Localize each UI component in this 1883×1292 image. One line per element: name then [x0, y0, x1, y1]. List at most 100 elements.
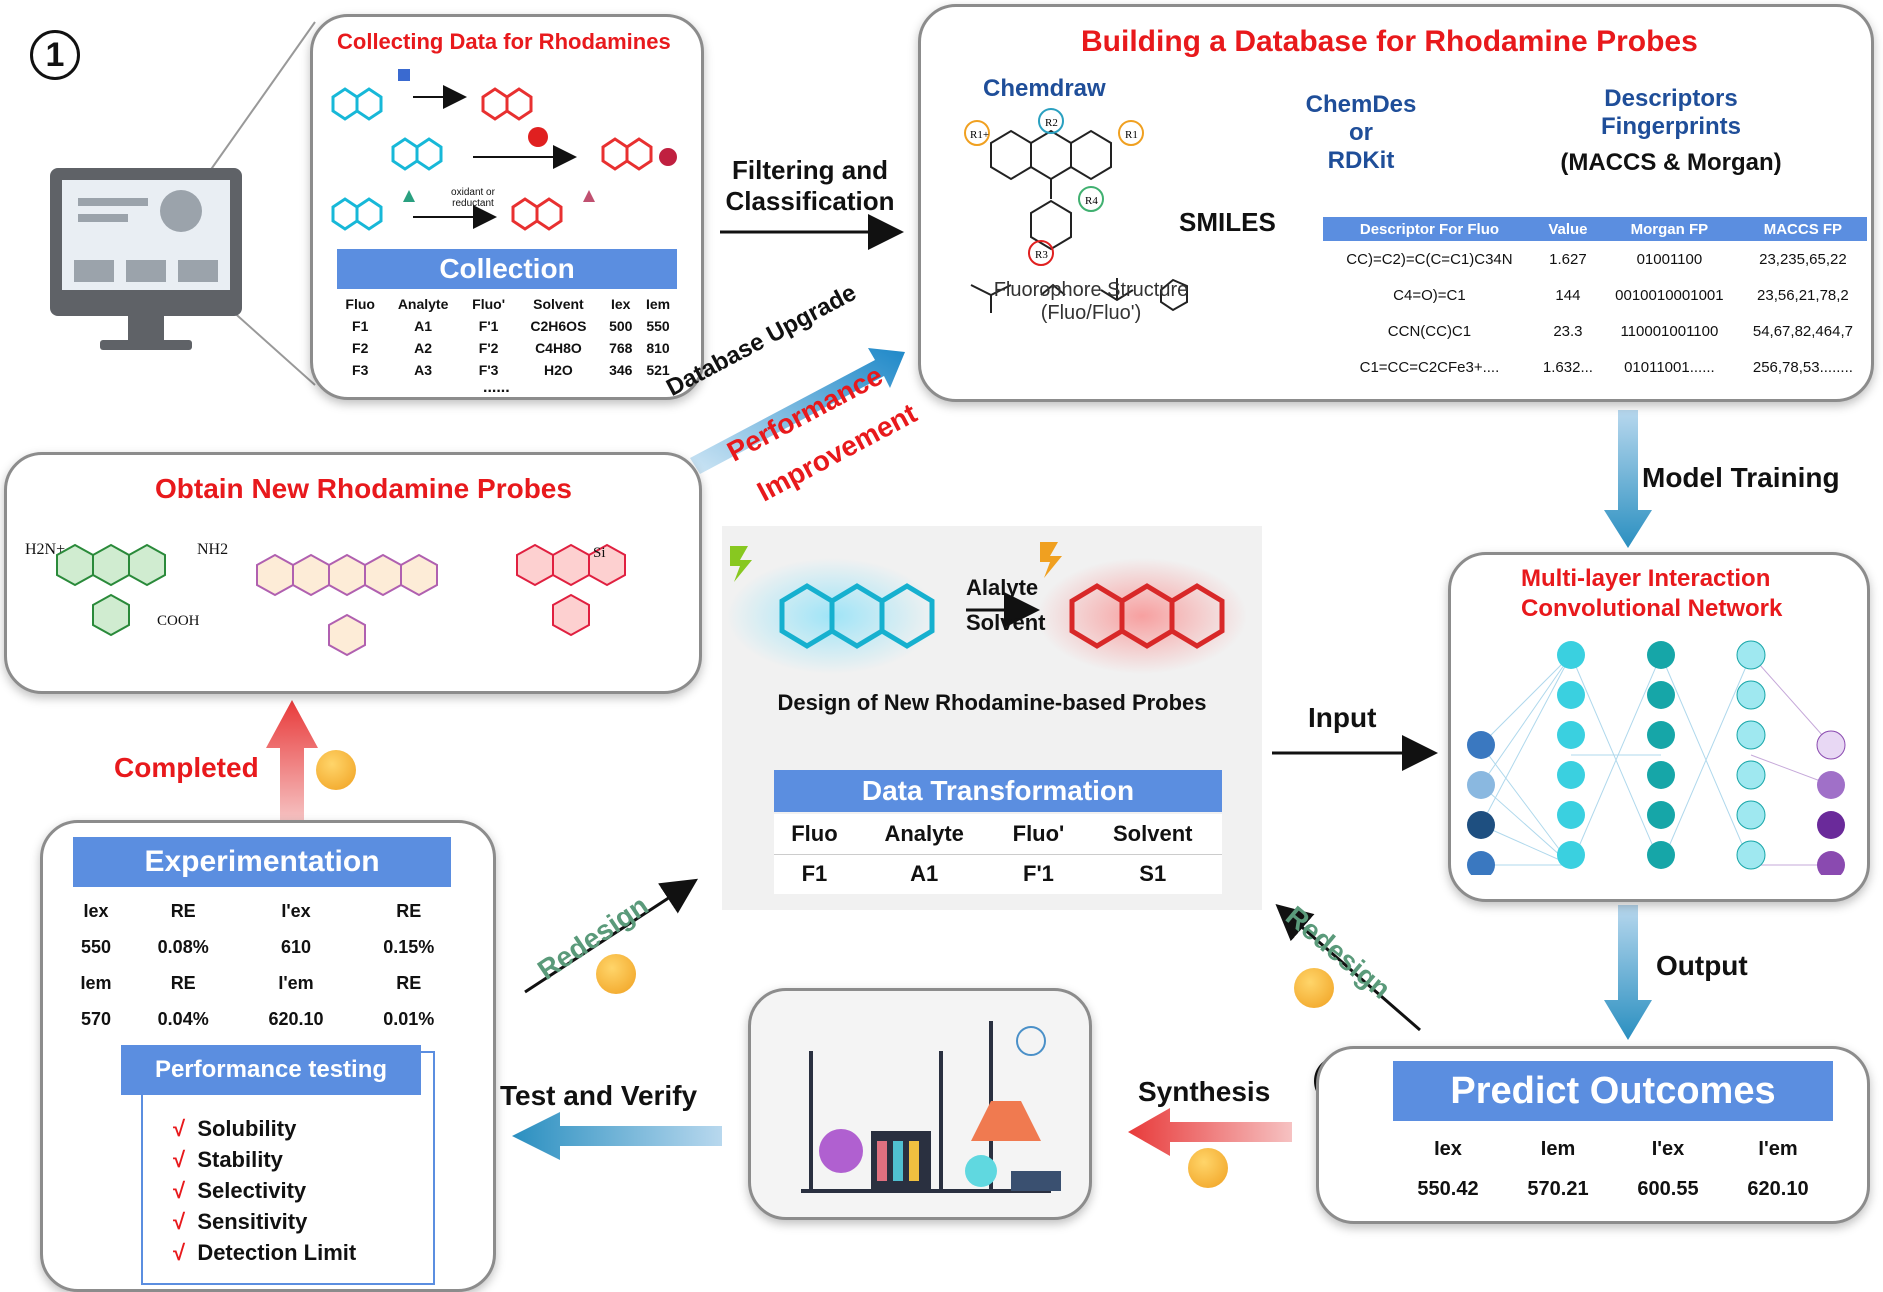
completed-arrow: [266, 700, 318, 820]
panel-3-title-2: Convolutional Network: [1521, 595, 1783, 622]
check-icon: √: [173, 1147, 186, 1172]
predict-header: Predict Outcomes: [1393, 1061, 1833, 1121]
output-label: Output: [1656, 950, 1748, 981]
panel-7-title: Obtain New Rhodamine Probes: [155, 473, 572, 504]
list-item: √ Sensitivity: [173, 1209, 308, 1234]
transform-header: Data Transformation: [774, 770, 1222, 812]
smiles-label: SMILES: [1179, 207, 1276, 237]
col-header: Descriptor For Fluo: [1359, 220, 1500, 238]
si-label: Si: [593, 545, 606, 561]
computer-icon: [50, 168, 242, 316]
col-header: Value: [1548, 220, 1588, 238]
r-label: R1+: [970, 129, 989, 141]
redesign-arrow-right: [1275, 904, 1421, 1032]
panel-lab: [748, 988, 1092, 1220]
col-header: RE: [170, 900, 196, 921]
output-arrow: [1604, 905, 1652, 1040]
synthesis-label: Synthesis: [1138, 1076, 1271, 1107]
mol-label: H2N+: [25, 541, 66, 558]
r-label: R1: [1125, 129, 1138, 141]
mol-label: NH2: [197, 541, 229, 558]
col-header: Solvent: [1113, 820, 1193, 846]
descriptor-table-header: [1323, 217, 1867, 241]
model-training-label: Model Training: [1642, 462, 1840, 493]
performance-header: Performance testing: [121, 1045, 421, 1095]
table-row: C1=CC=C2CFe3+....1.632...01011001......2…: [1359, 358, 1853, 376]
happy-face-icon: [1188, 1148, 1228, 1188]
col-header: I'ex: [281, 900, 311, 921]
rhodamine-structure: R1+ R2 R1 R4 R3: [964, 108, 1144, 266]
panel-database: Building a Database for Rhodamine Probes…: [918, 4, 1874, 402]
lab-equipment-illustration: [801, 1021, 1061, 1193]
panel-1-title: Collecting Data for Rhodamines: [337, 29, 671, 54]
r-label: R2: [1045, 117, 1058, 129]
experimentation-header: Experimentation: [73, 837, 451, 887]
col-header: I'ex: [1651, 1137, 1685, 1160]
check-icon: √: [173, 1240, 186, 1265]
list-item: √ Selectivity: [173, 1178, 307, 1203]
model-training-arrow: [1604, 410, 1652, 548]
col-header: Iex: [611, 296, 631, 312]
col-header: Solvent: [533, 296, 584, 312]
col-header: I'em: [1758, 1137, 1798, 1160]
check-icon: √: [173, 1116, 186, 1141]
panel-3-title-1: Multi-layer Interaction: [1521, 565, 1771, 592]
check-list: √ Solubility √ Stability √ Selectivity √…: [173, 1113, 356, 1268]
col-header: RE: [396, 900, 422, 921]
col-header: MACCS FP: [1763, 220, 1843, 238]
maccs-label: (MACCS & Morgan): [1560, 149, 1782, 176]
redesign-arrow-left: [524, 878, 699, 994]
completed-label: Completed: [114, 752, 259, 783]
panel-new-probes: Obtain New Rhodamine Probes H2N+ NH2 COO…: [4, 452, 702, 694]
probe-illustration: [727, 542, 1247, 674]
upgrade-arrow: [690, 348, 905, 474]
test-verify-label: Test and Verify: [500, 1080, 698, 1111]
solvent-structures: [970, 278, 1188, 313]
alalyte-label: Alalyte: [966, 575, 1039, 600]
col-header: Fluo: [345, 296, 375, 312]
probe-structures: [56, 543, 626, 657]
collection-header: Collection: [337, 249, 677, 289]
list-item: √ Detection Limit: [173, 1240, 357, 1265]
step-1-number: 1: [30, 30, 80, 80]
more-indicator: ......: [483, 379, 510, 396]
fluorophore-label: Fluorophore Structure(Fluo/Fluo'): [993, 279, 1189, 324]
panel-collecting-data: Collecting Data for Rhodamines oxidant o…: [310, 14, 704, 400]
col-header: Iex: [1434, 1137, 1462, 1160]
col-header: RE: [170, 972, 196, 993]
sad-face-icon: [596, 954, 636, 994]
col-header: Iem: [1540, 1137, 1576, 1160]
reaction-scheme: [331, 69, 677, 231]
panel-network: Multi-layer Interaction Convolutional Ne…: [1448, 552, 1870, 902]
panel-2-title: Building a Database for Rhodamine Probes: [1081, 25, 1698, 58]
col-header: Iem: [645, 296, 671, 312]
col-header: Iem: [80, 972, 112, 993]
col-header: I'em: [278, 972, 314, 993]
r-label: R4: [1085, 195, 1098, 207]
r-label: R3: [1035, 249, 1048, 261]
col-header: Morgan FP: [1630, 220, 1709, 238]
happy-face-icon: [316, 750, 356, 790]
cooh-label: COOH: [157, 613, 200, 629]
input-label: Input: [1308, 702, 1377, 733]
solvent-label: Solvent: [966, 610, 1046, 635]
col-header: Iex: [83, 900, 109, 921]
check-icon: √: [173, 1178, 186, 1203]
list-item: √ Stability: [173, 1147, 283, 1172]
col-header: Analyte: [884, 820, 964, 846]
